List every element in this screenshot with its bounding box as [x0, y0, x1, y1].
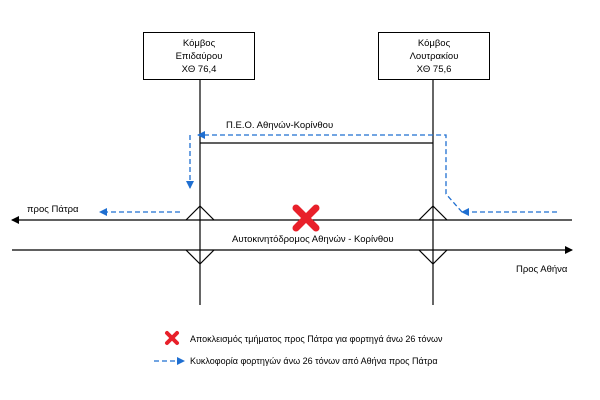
node-epidavros-place: Επιδαύρου	[175, 51, 223, 62]
legend-closure-icon	[165, 331, 179, 345]
ramp-epidavros-exit	[199, 205, 215, 221]
direction-patra-label: προς Πάτρα	[27, 204, 79, 215]
ramp-epidavros-entry	[185, 205, 201, 221]
node-epidavros: Κόμβος Επιδαύρου ΧΘ 76,4	[143, 32, 255, 80]
ramp-loutraki-lower-b	[432, 249, 448, 265]
legend-detour-text: Κυκλοφορία φορτηγών άνω 26 τόνων από Αθή…	[190, 356, 438, 366]
direction-athens-label: Προς Αθήνα	[516, 264, 568, 275]
ramp-epidavros-lower-b	[199, 249, 215, 265]
peo-label: Π.Ε.Ο. Αθηνών-Κορίνθου	[226, 120, 334, 131]
legend-closure-text: Αποκλεισμός τμήματος προς Πάτρα για φορτ…	[190, 334, 443, 344]
node-loutraki-name: Κόμβος	[417, 38, 451, 49]
ramp-loutraki-lower-a	[418, 249, 434, 265]
node-loutraki: Κόμβος Λουτρακίου ΧΘ 75,6	[378, 32, 490, 80]
closure-icon	[292, 204, 320, 232]
node-loutraki-code: ΧΘ 75,6	[416, 64, 452, 75]
ramp-epidavros-lower-a	[185, 249, 201, 265]
detour-exit-loutraki	[433, 134, 463, 213]
node-epidavros-code: ΧΘ 76,4	[181, 64, 217, 75]
ramp-loutraki-exit	[432, 205, 448, 221]
highway-label: Αυτοκινητόδρομος Αθηνών - Κορίνθου	[232, 234, 394, 245]
node-loutraki-place: Λουτρακίου	[409, 51, 459, 62]
ramp-loutraki-entry	[418, 205, 434, 221]
node-epidavros-name: Κόμβος	[182, 38, 216, 49]
